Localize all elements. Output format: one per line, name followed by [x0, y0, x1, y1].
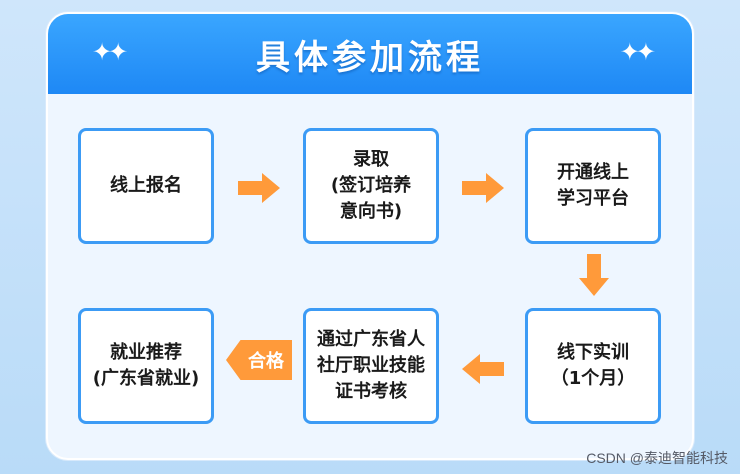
step-admission: 录取 (签订培养 意向书)	[303, 128, 439, 244]
arrow-right-icon	[238, 173, 280, 203]
arrow-down-icon	[579, 254, 609, 296]
header-banner: ✦✦ 具体参加流程 ✦✦	[48, 14, 692, 94]
arrow-right-icon	[462, 173, 504, 203]
step-job-recommendation: 就业推荐 (广东省就业)	[78, 308, 214, 424]
sparkle-icon-right: ✦✦	[619, 38, 656, 66]
pass-label: 合格	[248, 351, 284, 372]
pass-arrow-badge: 合格	[226, 340, 292, 380]
page-title: 具体参加流程	[256, 38, 484, 78]
step-offline-training: 线下实训 （1个月）	[525, 308, 661, 424]
step-online-platform: 开通线上 学习平台	[525, 128, 661, 244]
arrow-left-icon	[462, 354, 504, 384]
sparkle-icon-left: ✦✦	[92, 38, 128, 66]
step-online-registration: 线上报名	[78, 128, 214, 244]
watermark: CSDN @泰迪智能科技	[586, 450, 728, 466]
step-certificate-exam: 通过广东省人 社厅职业技能 证书考核	[303, 308, 439, 424]
